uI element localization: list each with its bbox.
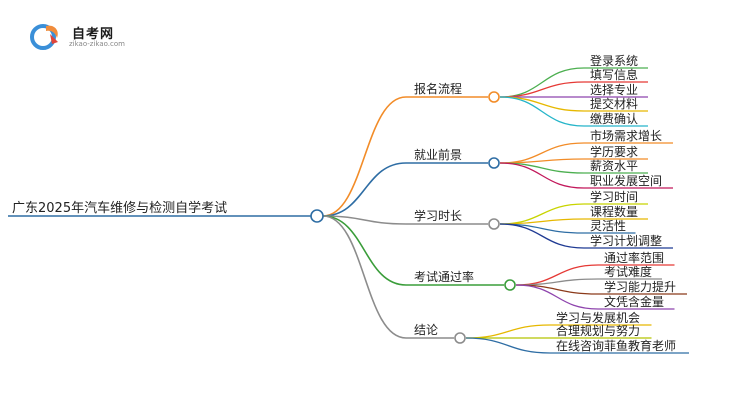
leaf-label: 学习时间 (590, 189, 638, 204)
leaf-label: 职业发展空间 (590, 173, 662, 188)
connector-layer (8, 67, 689, 354)
branch-label: 考试通过率 (414, 269, 474, 284)
leaf-label: 提交材料 (590, 96, 638, 111)
leaf-connector (499, 218, 585, 225)
branch-node[interactable] (488, 91, 500, 103)
leaf-connector (499, 96, 585, 112)
logo-title: 自考网 (72, 27, 115, 42)
branch-connector (322, 215, 407, 339)
branch-node[interactable] (488, 218, 500, 230)
leaf-label: 文凭含金量 (604, 294, 664, 309)
leaf-connector (499, 142, 585, 164)
leaf-connector (515, 278, 599, 286)
branch-node[interactable] (488, 157, 500, 169)
branch-label: 学习时长 (414, 208, 462, 223)
leaf-label: 缴费确认 (590, 111, 638, 126)
branch-connector (322, 215, 407, 286)
leaf-connector (515, 284, 599, 310)
leaf-label: 学习计划调整 (590, 233, 662, 248)
leaf-connector (499, 81, 585, 98)
leaf-connector (499, 158, 585, 164)
leaf-label: 灵活性 (590, 219, 626, 233)
site-logo[interactable]: 自考网 zikao-zikao.com (30, 22, 140, 52)
leaf-label: 市场需求增长 (590, 128, 662, 143)
branch-label: 报名流程 (414, 81, 462, 96)
leaf-label: 学历要求 (590, 144, 638, 159)
leaf-label: 学习能力提升 (604, 279, 676, 294)
branch-connector (322, 162, 407, 217)
leaf-label: 合理规划与努力 (556, 323, 640, 338)
leaf-label: 通过率范围 (604, 250, 664, 265)
logo-mark-icon (30, 24, 58, 50)
branch-connector (322, 96, 407, 217)
leaf-connector (499, 162, 585, 189)
leaf-label: 选择专业 (590, 82, 638, 97)
root-node[interactable] (310, 209, 324, 223)
branch-connector (322, 215, 407, 225)
leaf-connector (465, 337, 551, 354)
leaf-label: 填写信息 (590, 67, 638, 82)
leaf-label: 学习与发展机会 (556, 310, 640, 325)
leaf-connector (499, 96, 585, 127)
branch-label: 结论 (414, 323, 438, 337)
branch-node[interactable] (504, 279, 516, 291)
leaf-label: 在线咨询菲鱼教育老师 (556, 338, 676, 353)
logo-url: zikao-zikao.com (69, 40, 125, 48)
leaf-label: 课程数量 (590, 204, 638, 219)
logo-accent (50, 34, 58, 44)
leaf-label: 薪资水平 (590, 159, 638, 173)
logo-ring-left (30, 24, 56, 50)
leaf-label: 考试难度 (604, 264, 652, 279)
leaf-label: 登录系统 (590, 53, 638, 68)
leaf-connector (499, 223, 585, 249)
logo-flame (46, 25, 58, 38)
leaf-connector (465, 324, 551, 339)
node-layer: 广东2025年汽车维修与检测自学考试 报名流程 登录系统填写信息选择专业提交材料缴费… (12, 53, 676, 353)
branch-node[interactable] (454, 332, 466, 344)
branch-label: 就业前景 (414, 147, 462, 162)
root-label: 广东2025年汽车维修与检测自学考试 (12, 200, 227, 216)
